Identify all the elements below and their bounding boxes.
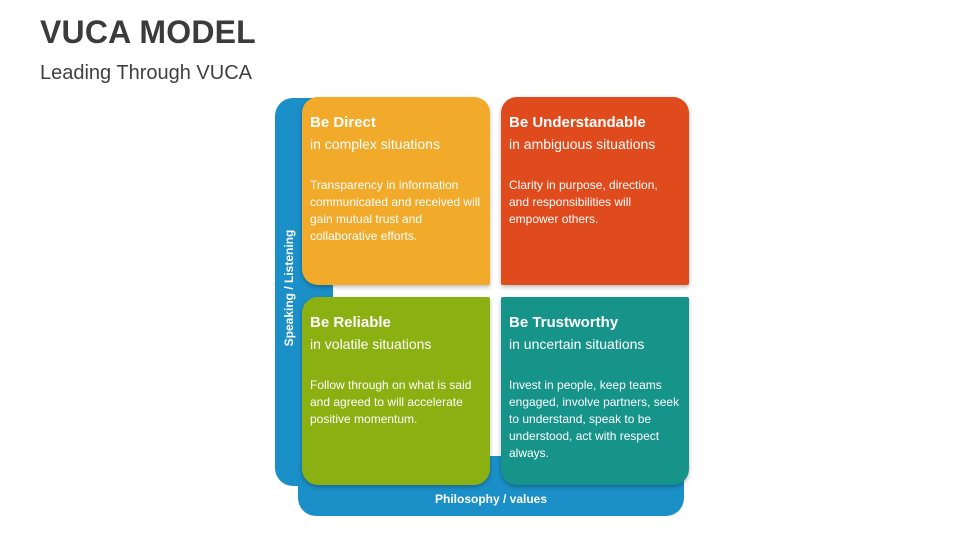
quadrant-subtitle: in uncertain situations	[509, 336, 645, 352]
quadrant-be-understandable: Be Understandable in ambiguous situation…	[501, 97, 689, 285]
quadrant-subtitle: in complex situations	[310, 136, 440, 152]
quadrant-title: Be Direct	[310, 114, 376, 131]
quadrant-description: Invest in people, keep teams engaged, in…	[509, 378, 680, 460]
page-title: VUCA MODEL	[40, 14, 256, 50]
quadrant-be-direct: Be Direct in complex situations Transpar…	[302, 97, 490, 285]
quadrant-title: Be Trustworthy	[509, 314, 619, 331]
quadrant-be-reliable: Be Reliable in volatile situations Follo…	[302, 297, 490, 485]
quadrant-description: Follow through on what is said and agree…	[310, 378, 472, 426]
horizontal-axis-label: Philosophy / values	[434, 492, 548, 506]
page-subtitle: Leading Through VUCA	[40, 62, 252, 84]
quadrant-description: Clarity in purpose, direction, and respo…	[509, 178, 658, 226]
quadrant-subtitle: in ambiguous situations	[509, 136, 656, 152]
quadrant-title: Be Understandable	[509, 114, 646, 131]
quadrant-subtitle: in volatile situations	[310, 336, 432, 352]
quadrant-description: Transparency in information communicated…	[310, 178, 481, 243]
quadrant-be-trustworthy: Be Trustworthy in uncertain situations I…	[501, 297, 689, 485]
quadrant-title: Be Reliable	[310, 314, 391, 331]
vertical-axis-label-text: Speaking / Listening	[282, 229, 296, 347]
